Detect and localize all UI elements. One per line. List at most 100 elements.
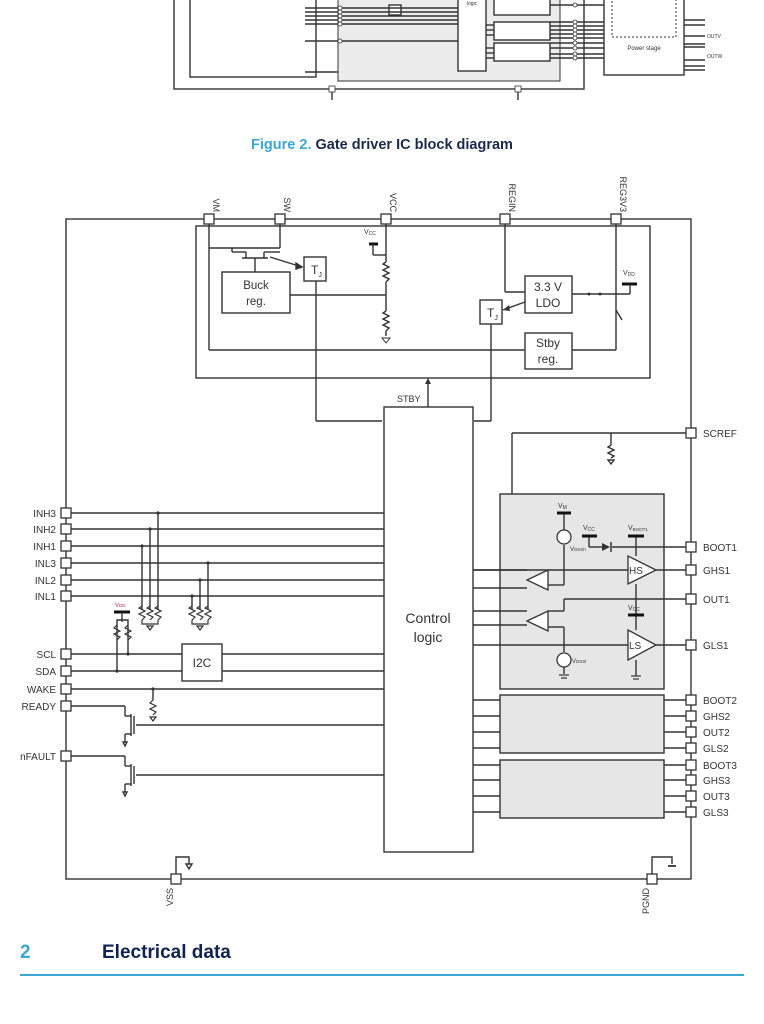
arrowhead	[503, 305, 510, 311]
pin-gls3	[685, 806, 697, 818]
vboot-label: VBOOT1	[628, 525, 648, 532]
ground-icons-driver	[559, 674, 641, 680]
high-side-driver-icon	[627, 554, 658, 586]
pin-label-ghs3: GHS3	[703, 776, 731, 787]
pull-down-resistors	[112, 605, 213, 722]
vcc-supply-label: VCC	[364, 229, 376, 237]
outer-board-frame	[173, 0, 585, 90]
logic-label: logic	[467, 1, 478, 7]
pin-vss	[170, 873, 182, 885]
pin-nfault	[60, 750, 72, 762]
pin-reg3v3	[610, 213, 622, 225]
pullup-join	[116, 619, 129, 625]
section-heading: 2 Electrical data	[20, 940, 744, 976]
standby-regulator-block	[524, 332, 573, 370]
pin-label-ready: READY	[22, 702, 57, 713]
half-bridge-driver-3	[499, 759, 665, 819]
resistor-icon	[381, 310, 391, 332]
junction-dot	[598, 292, 602, 296]
predriver-block-1	[493, 0, 551, 16]
control-logic-block	[383, 406, 474, 853]
comparator-low-icon	[525, 609, 549, 633]
pin-label-out1: OUT1	[703, 595, 730, 606]
pin-sw	[274, 213, 286, 225]
switch-icon	[615, 309, 623, 321]
previous-figure-pins	[328, 2, 578, 93]
buck-mosfet-icon	[231, 248, 304, 270]
pin-out2	[685, 726, 697, 738]
pin-label-out3: OUT3	[703, 792, 730, 803]
predriver-block-2	[493, 21, 551, 41]
pin-label-wake: WAKE	[27, 685, 56, 696]
pin-ghs1	[685, 564, 697, 576]
vcc-ls-label: VCC	[628, 605, 640, 613]
buck-label: Buck	[243, 280, 269, 292]
pin-label-scref: SCREF	[703, 429, 737, 440]
pin-regin	[499, 213, 511, 225]
pin-label-nfault: nFAULT	[20, 752, 56, 763]
left-input-wires	[70, 512, 384, 776]
pin-inl3	[60, 557, 72, 569]
outv-label: OUTV	[707, 34, 722, 40]
vdssl-label: VDSSl	[572, 659, 586, 665]
current-source-icon	[556, 529, 572, 545]
pin-label-ghs1: GHS1	[703, 566, 731, 577]
pin-label-vcc: VCC	[388, 193, 398, 213]
driver-1-wires	[473, 514, 688, 676]
pin-label-vm: VM	[211, 199, 221, 213]
ldo-label-2: LDO	[536, 296, 561, 310]
ls-label: LS	[629, 641, 642, 652]
pin-gls2	[685, 742, 697, 754]
buck-regulator-block	[221, 271, 291, 314]
pin-label-inh1: INH1	[33, 542, 56, 553]
junction-dot	[587, 292, 591, 296]
stby-label: Stby	[536, 336, 560, 350]
pin-ready	[60, 700, 72, 712]
pin-label-inl3: INL3	[35, 559, 57, 570]
pin-label-inl1: INL1	[35, 592, 57, 603]
i2c-mini-block	[388, 4, 402, 16]
i2c-block	[181, 643, 223, 682]
figure-title: Gate driver IC block diagram	[315, 137, 513, 153]
tj-label-1: TJ	[311, 263, 322, 279]
pin-gls1	[685, 639, 697, 651]
resistor-icon	[381, 261, 391, 283]
outw-label: OUTW	[707, 54, 723, 60]
i2c-label: I2C	[193, 656, 212, 670]
pin-inh3	[60, 507, 72, 519]
power-stage-label: Power stage	[627, 46, 661, 52]
pin-label-reg3v3: REG3V3	[618, 176, 628, 212]
pin-boot2	[685, 694, 697, 706]
driver-2-3-wires	[473, 699, 688, 813]
pin-label-scl: SCL	[37, 650, 57, 661]
pin-label-sw: SW	[282, 198, 292, 213]
pin-vcc	[380, 213, 392, 225]
current-source-icon-2	[556, 652, 572, 668]
pin-boot3	[685, 759, 697, 771]
gate-driver-diagram: Buck reg. TJ TJ VCC 3.3 V LDO VDD	[65, 218, 692, 880]
control-logic-label: Control	[405, 610, 450, 626]
pin-label-boot1: BOOT1	[703, 543, 737, 554]
pin-label-boot2: BOOT2	[703, 696, 737, 707]
section-title: Electrical data	[102, 942, 231, 963]
pin-ghs3	[685, 774, 697, 786]
vm-label: VM	[558, 503, 567, 511]
pin-label-out2: OUT2	[703, 728, 730, 739]
pin-out1	[685, 593, 697, 605]
pin-label-vss: VSS	[165, 888, 175, 906]
ldo-block	[524, 275, 573, 314]
figure-number: Figure 2.	[251, 137, 312, 153]
pin-boot1	[685, 541, 697, 553]
pin-label-regin: REGIN	[507, 183, 517, 212]
logic-block	[457, 0, 487, 72]
pin-scl	[60, 648, 72, 660]
junction-dots-left	[115, 511, 210, 691]
diode-icon	[602, 543, 610, 551]
pin-label-inl2: INL2	[35, 576, 57, 587]
pin-inl2	[60, 574, 72, 586]
previous-figure-fragment: logic Power stage	[173, 0, 723, 100]
bottom-ground-wires	[175, 856, 676, 874]
pin-inl1	[60, 590, 72, 602]
vcc-divider: VCC	[364, 229, 392, 344]
pin-inh2	[60, 523, 72, 535]
